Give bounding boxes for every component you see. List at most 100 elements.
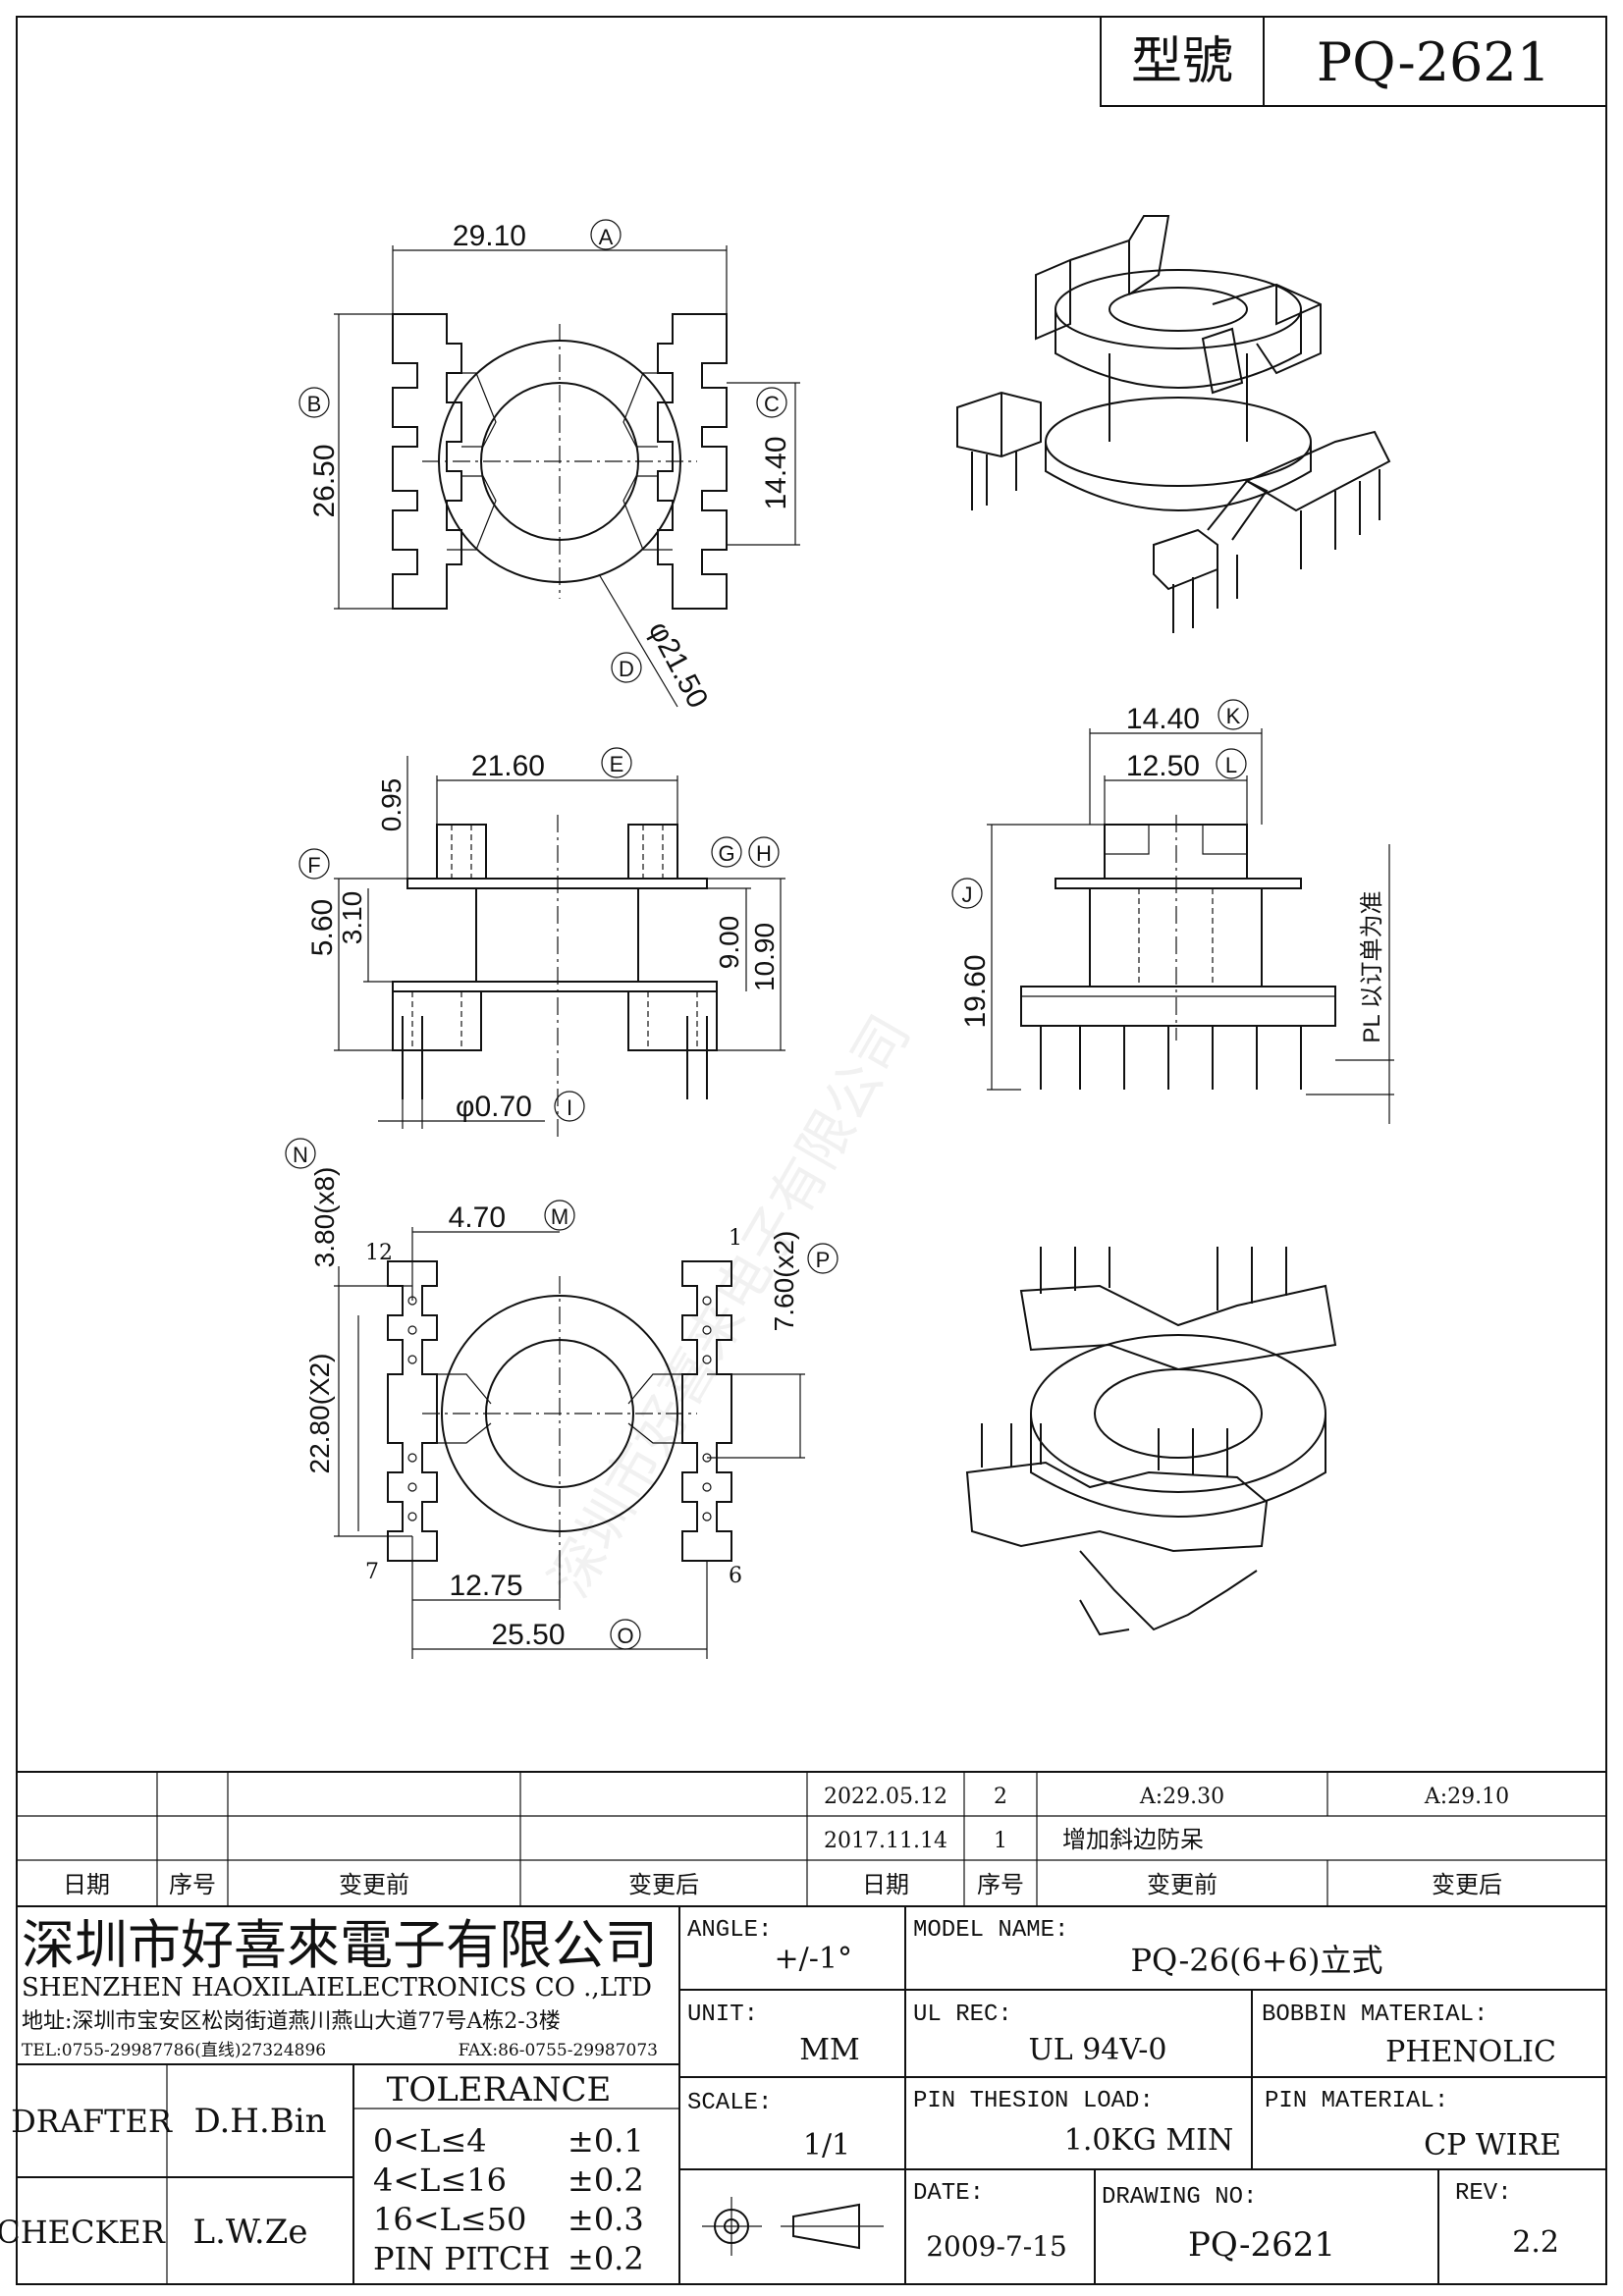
pin-holes [407,1296,712,1522]
pin-mat-label: PIN MATERIAL: [1265,2088,1448,2114]
dim-2280: 22.80(X2) [304,1354,335,1474]
hdr-before-left: 变更前 [339,1871,409,1898]
rev-2-seq: 2 [994,1785,1007,1809]
dim-a: 29.10 [453,220,526,252]
pin-6: 6 [729,1564,742,1588]
tag-o: O [617,1624,633,1648]
revision-table: 2022.05.12 2 A:29.30 A:29.10 2017.11.14 … [17,1771,1606,1907]
iso-view-top [956,215,1391,633]
company-name-cn: 深圳市好喜來電子有限公司 [22,1914,658,1976]
model-name-value: PQ-26(6+6)立式 [1131,1942,1383,1979]
dim-1275: 12.75 [449,1570,522,1602]
hdr-date-left: 日期 [63,1871,110,1898]
dim-e: 21.60 [471,750,545,782]
tol-value-1: ±0.1 [568,2122,644,2160]
dim-n: 3.80(x8) [309,1167,340,1268]
dim-k: 14.40 [1126,703,1200,735]
bobbin-value: PHENOLIC [1385,2035,1556,2069]
dim-l: 12.50 [1126,750,1200,782]
tol-range-1: 0<L≤4 [373,2122,487,2160]
rev-2-after: A:29.10 [1424,1785,1509,1809]
tol-range-3: 16<L≤50 [373,2201,526,2238]
dim-1090: 10.90 [749,923,780,991]
tag-l: L [1225,753,1237,777]
header-model-box: 型號 PQ-2621 [1100,16,1607,107]
rev-label: REV: [1455,2180,1512,2207]
hdr-before-right: 变更前 [1147,1871,1217,1898]
tag-j: J [962,882,973,907]
dim-c: 14.40 [760,436,792,509]
scale-label: SCALE: [687,2090,772,2116]
pl-note: PL 以订单为准 [1359,890,1385,1042]
dim-pin: φ0.70 [456,1091,532,1123]
title-block: 深圳市好喜來電子有限公司 SHENZHEN HAOXILAIELECTRONIC… [0,1906,1606,2284]
dim-095: 0.95 [376,778,406,832]
checker-value: L.W.Ze [193,2213,308,2252]
tol-value-4: ±0.2 [568,2240,644,2277]
rev-2-before: A:29.30 [1139,1785,1224,1809]
pin-7: 7 [365,1560,379,1584]
hdr-after-right: 变更后 [1432,1871,1502,1898]
rev-1-seq: 1 [994,1829,1007,1853]
tag-b: B [307,392,322,416]
projection-symbol [702,2197,884,2256]
unit-value: MM [799,2033,859,2067]
sheet-border [16,16,1607,2285]
drafter-label: DRAFTER [11,2103,173,2140]
pin-1: 1 [729,1226,742,1251]
model-label: 型號 [1131,32,1233,91]
tag-d: D [619,657,634,681]
angle-value: +/-1° [775,1942,852,1976]
unit-label: UNIT: [687,2002,758,2028]
model-name-label: MODEL NAME: [913,1917,1068,1944]
ul-label: UL REC: [913,2002,1012,2028]
bobbin-label: BOBBIN MATERIAL: [1262,2002,1488,2028]
rev-2-date: 2022.05.12 [824,1785,947,1809]
hdr-date-right: 日期 [862,1871,909,1898]
tag-e: E [610,752,624,776]
company-tel: TEL:0755-29987786(直线)27324896 [22,2041,326,2060]
tag-pin: I [567,1095,572,1120]
tolerance-title: TOLERANCE [387,2070,612,2109]
company-name-en: SHENZHEN HAOXILAIELECTRONICS CO .,LTD [22,1973,652,2002]
rev-1-date: 2017.11.14 [824,1829,947,1853]
company-fax: FAX:86-0755-29987073 [459,2041,658,2060]
checker-label: CHECKER [0,2214,166,2251]
tag-g: G [718,841,734,866]
pin-12: 12 [365,1241,393,1265]
dim-f: 5.60 [306,899,339,956]
model-value: PQ-2621 [1317,31,1550,93]
dim-p: 7.60(x2) [769,1231,799,1332]
hdr-seq-left: 序号 [169,1871,216,1898]
date-label: DATE: [913,2180,984,2207]
tag-m: M [551,1204,568,1229]
dim-b: 26.50 [308,444,341,517]
rev-value: 2.2 [1512,2225,1559,2260]
hdr-seq-right: 序号 [977,1871,1024,1898]
pin-load-label: PIN THESION LOAD: [913,2088,1154,2114]
dim-900: 9.00 [714,916,744,970]
hdr-after-left: 变更后 [628,1871,699,1898]
company-address: 地址:深圳市宝安区松岗街道燕川燕山大道77号A栋2-3楼 [22,2009,561,2034]
bottom-view: 12 1 7 6 3.80(x8) N 4.70 M 7.60(x2) P 22… [285,1138,839,1659]
dim-o: 25.50 [491,1619,565,1651]
side-view: 21.60 E 0.95 5.60 F 3.10 G H 9.00 10.90 [298,747,785,1139]
dim-310: 3.10 [337,891,367,945]
tag-a: A [599,225,614,249]
tag-h: H [756,841,772,866]
front-view: 14.40 K 12.50 L 19.60 J PL 以订单为准 [951,699,1394,1124]
dim-m: 4.70 [449,1201,506,1234]
tag-p: P [816,1248,831,1272]
drawing-value: PQ-2621 [1188,2225,1335,2265]
tag-k: K [1226,704,1241,728]
date-value: 2009-7-15 [926,2230,1067,2263]
scale-value: 1/1 [803,2128,850,2163]
watermark: 深圳市好喜来电子有限公司 [538,1005,923,1608]
iso-view-bottom [965,1247,1337,1636]
pin-load-value: 1.0KG MIN [1064,2123,1233,2158]
dim-j: 19.60 [959,954,992,1028]
tag-c: C [764,392,780,416]
top-view: 29.10 A 26.50 B 14.40 C φ21.50 D [298,219,800,714]
tol-range-4: PIN PITCH [373,2240,550,2277]
angle-label: ANGLE: [687,1917,772,1944]
